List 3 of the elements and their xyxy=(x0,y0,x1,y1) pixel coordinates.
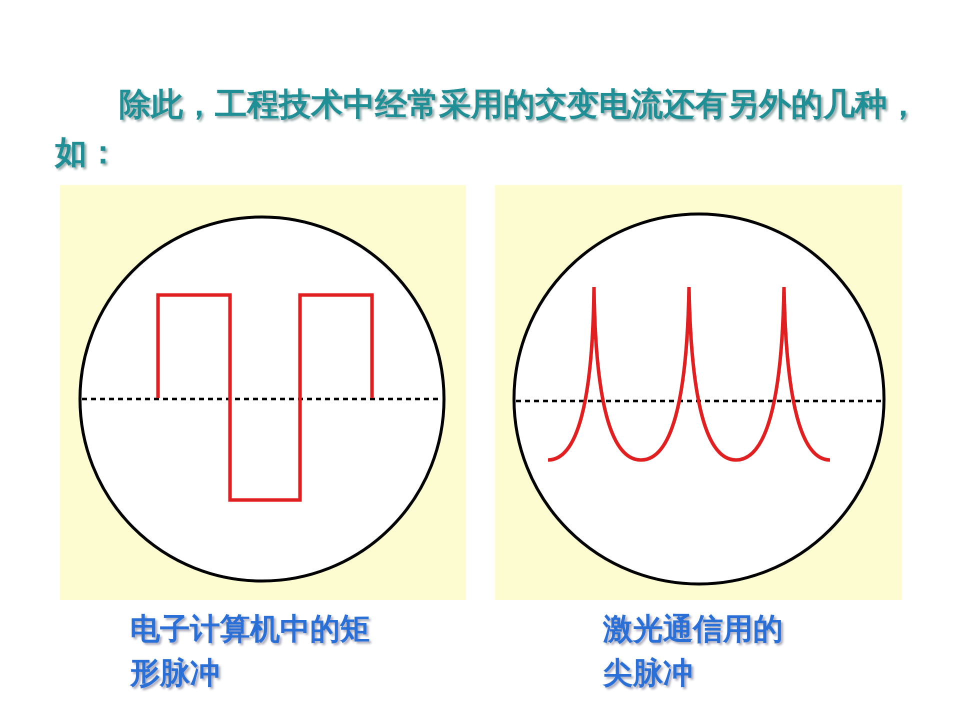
heading-text: 除此，工程技术中经常采用的交变电流还有另外的几种，如： xyxy=(55,84,920,173)
caption-text: 激光通信用的尖脉冲 xyxy=(603,611,784,693)
caption-text: 电子计算机中的矩形脉冲 xyxy=(130,611,371,693)
